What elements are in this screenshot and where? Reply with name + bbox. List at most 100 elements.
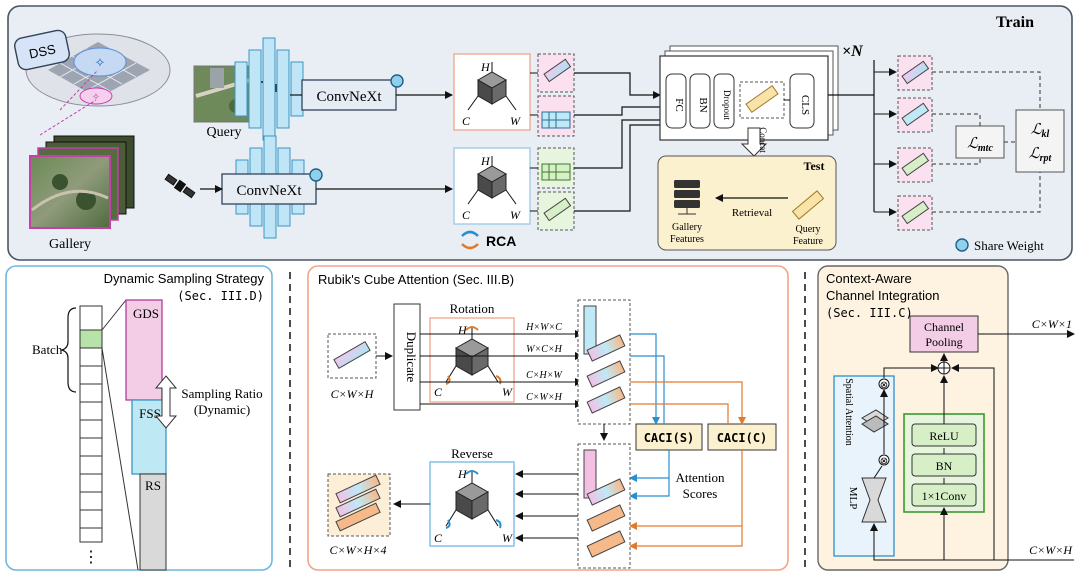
svg-text:C: C bbox=[462, 114, 471, 128]
mlp-hourglass bbox=[861, 477, 887, 523]
rca-cube-top: H C W bbox=[453, 53, 531, 131]
caci-s-box bbox=[635, 423, 703, 451]
svg-text:C: C bbox=[462, 208, 471, 222]
rca-panel bbox=[307, 265, 789, 571]
feature-box-1 bbox=[537, 53, 575, 93]
dim-hwc: H×W×C bbox=[525, 322, 562, 333]
query-feature-bar bbox=[791, 190, 825, 220]
repeat-label: ×N bbox=[842, 43, 864, 60]
loss-kl-rpt-box bbox=[1015, 109, 1065, 173]
svg-text:RS: RS bbox=[145, 478, 161, 493]
svg-text:W: W bbox=[510, 114, 521, 128]
svg-text:W: W bbox=[502, 531, 513, 545]
mult-node-mid: ⊗ bbox=[878, 454, 890, 467]
rca-output-dim: C×W×H×4 bbox=[330, 543, 387, 557]
reverse-label: Reverse bbox=[451, 446, 493, 461]
feature-box-4 bbox=[537, 191, 575, 231]
svg-text:Spatial Attention: Spatial Attention bbox=[843, 378, 854, 446]
gallery-image-stack bbox=[29, 135, 135, 229]
svg-text:GDS: GDS bbox=[133, 306, 159, 321]
server-icon bbox=[674, 180, 700, 215]
svg-text:CLS: CLS bbox=[799, 95, 811, 115]
dss-tag: DSS bbox=[14, 29, 70, 71]
loss-mtc: ℒmtc bbox=[967, 136, 993, 154]
fss-bar bbox=[131, 399, 167, 475]
rotation-label: Rotation bbox=[450, 301, 495, 316]
dim-wch: W×C×H bbox=[526, 344, 562, 355]
gallery-features-label: Gallery bbox=[672, 222, 702, 233]
dim-cwh: C×W×H bbox=[526, 392, 562, 403]
svg-text:ConvNeXt: ConvNeXt bbox=[237, 183, 303, 199]
dss-panel-title: Dynamic Sampling Strategy bbox=[104, 271, 265, 286]
caci-title-1: Context-Aware bbox=[826, 271, 912, 286]
attention-scores-label-2: Scores bbox=[683, 486, 718, 501]
svg-text:⊗: ⊗ bbox=[880, 380, 888, 391]
retrieval-label: Retrieval bbox=[732, 207, 772, 219]
svg-text:ConvNeXt: ConvNeXt bbox=[317, 89, 383, 105]
caci-title-3: (Sec. III.C) bbox=[826, 306, 913, 320]
concat-arrow: Concat bbox=[740, 127, 768, 157]
mult-node-top: ⊗ bbox=[878, 378, 890, 391]
feature-box-3 bbox=[537, 147, 575, 189]
convnext-bottom: ConvNeXt bbox=[221, 135, 323, 239]
batch-brace bbox=[60, 307, 77, 393]
dim-chw: C×H×W bbox=[526, 370, 563, 381]
channel-pooling-box bbox=[909, 315, 979, 353]
test-title: Test bbox=[804, 159, 825, 173]
duplicate-box bbox=[393, 303, 421, 411]
svg-text:FC: FC bbox=[673, 98, 685, 111]
output-feature-3 bbox=[897, 147, 933, 183]
svg-text:CACI(C): CACI(C) bbox=[717, 431, 768, 445]
query-feature-label: Query bbox=[796, 224, 821, 235]
svg-text:H: H bbox=[457, 467, 468, 481]
attention-scores-label: Attention bbox=[675, 470, 725, 485]
drone-view-grid: ✧ ✧ bbox=[25, 33, 171, 136]
gallery-label: Gallery bbox=[49, 237, 91, 252]
svg-text:FSS: FSS bbox=[139, 406, 161, 421]
svg-text:Channel: Channel bbox=[924, 320, 965, 334]
batch-dots: ⋮ bbox=[83, 549, 99, 566]
test-box bbox=[657, 155, 837, 251]
sampling-ratio-dynamic: (Dynamic) bbox=[194, 402, 250, 417]
svg-text:⊗: ⊗ bbox=[880, 456, 888, 467]
reweighted-features bbox=[577, 443, 631, 569]
svg-text:Dropout: Dropout bbox=[722, 90, 732, 120]
train-title: Train bbox=[996, 14, 1034, 31]
reverse-cube: H C W bbox=[434, 467, 513, 545]
batch-column bbox=[79, 305, 103, 543]
query-feature-label-2: Feature bbox=[793, 236, 824, 247]
svg-text:H: H bbox=[480, 60, 491, 74]
svg-text:✧: ✧ bbox=[95, 55, 106, 70]
svg-text:Concat: Concat bbox=[758, 127, 768, 153]
svg-text:BN: BN bbox=[936, 459, 953, 473]
svg-text:ReLU: ReLU bbox=[929, 429, 959, 443]
rca-input-dim: C×W×H bbox=[331, 387, 375, 401]
caci-out-dim: C×W×1 bbox=[1032, 317, 1072, 331]
add-node bbox=[937, 361, 951, 375]
svg-text:H: H bbox=[457, 323, 468, 337]
svg-text:W: W bbox=[510, 208, 521, 222]
gallery-features-label-2: Features bbox=[670, 234, 704, 245]
caci-title-2: Channel Integration bbox=[826, 288, 939, 303]
rca-input-feature bbox=[327, 333, 377, 379]
output-feature-4 bbox=[897, 195, 933, 231]
sampling-ratio-label: Sampling Ratio bbox=[181, 386, 262, 401]
batch-label: Batch bbox=[32, 342, 63, 357]
rotation-cube: H C W bbox=[434, 323, 513, 399]
svg-text:H: H bbox=[480, 154, 491, 168]
rca-logo-icon bbox=[461, 230, 479, 250]
svg-text:C: C bbox=[434, 531, 443, 545]
spatial-map-icon bbox=[861, 409, 889, 433]
svg-text:W: W bbox=[502, 385, 513, 399]
svg-text:✧: ✧ bbox=[92, 92, 100, 103]
rca-output-stack bbox=[327, 473, 391, 537]
satellite-icon bbox=[164, 173, 196, 199]
svg-text:1×1Conv: 1×1Conv bbox=[922, 489, 967, 503]
svg-text:MLP: MLP bbox=[847, 487, 859, 510]
rotated-features bbox=[577, 299, 631, 425]
classifier-block: FC BN Dropout CLS bbox=[659, 45, 839, 141]
loss-kl: ℒkl bbox=[1031, 122, 1050, 140]
rca-label: RCA bbox=[486, 233, 516, 249]
output-feature-2 bbox=[897, 97, 933, 133]
